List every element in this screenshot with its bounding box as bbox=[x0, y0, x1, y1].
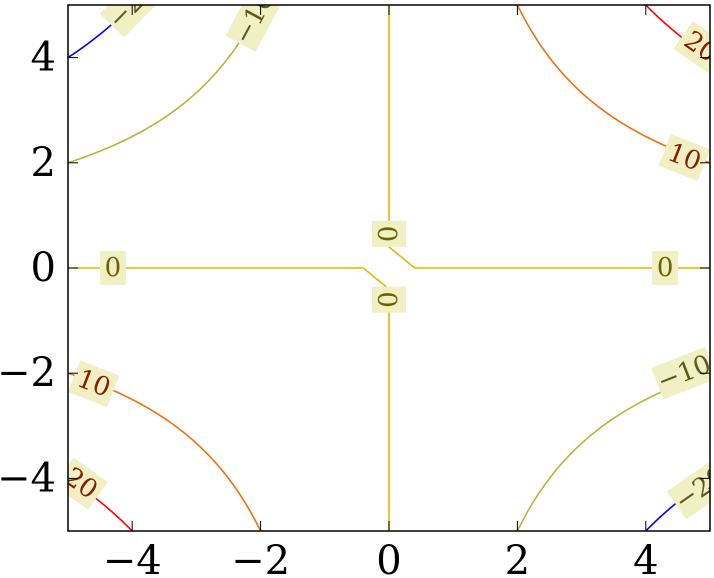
x-tick-label: −2 bbox=[231, 538, 290, 578]
contour-label-text: 0 bbox=[374, 291, 404, 308]
x-tick-label: 2 bbox=[505, 538, 530, 578]
y-tick-label: 2 bbox=[31, 140, 56, 186]
x-tick-label: 4 bbox=[633, 538, 658, 578]
contour-label-box bbox=[68, 360, 120, 408]
contour-label-box bbox=[666, 458, 710, 520]
contour-label-text: −10 bbox=[228, 0, 280, 49]
y-tick-label: 4 bbox=[31, 35, 56, 81]
contour-label-box bbox=[372, 286, 406, 313]
y-tick-label: −2 bbox=[0, 350, 56, 396]
contour-label-8: 10 bbox=[658, 134, 710, 181]
contour-label-box bbox=[673, 21, 710, 74]
contour-label-5: 0 bbox=[652, 251, 679, 285]
contour-label-text: 0 bbox=[374, 226, 404, 243]
y-tick-label: 0 bbox=[31, 245, 56, 291]
axis-ticks: −4 −2 0 2 4 −4 −2 0 2 4 bbox=[0, 5, 710, 578]
contour-label-box bbox=[68, 457, 108, 510]
contour-label-box bbox=[651, 346, 710, 400]
contour-lines bbox=[68, 5, 710, 531]
y-tick-label: −4 bbox=[0, 455, 56, 501]
contour-label-text: 0 bbox=[657, 253, 674, 283]
contour-label-box bbox=[372, 220, 406, 247]
contour-label-9: 10 bbox=[68, 360, 120, 408]
contour-label-box bbox=[225, 5, 283, 52]
contour-label-box bbox=[652, 251, 679, 285]
x-tick-label: −4 bbox=[103, 538, 162, 578]
x-tick-label: 0 bbox=[376, 538, 401, 578]
contour-line-neg10-branch-0 bbox=[68, 5, 262, 164]
contour-label-box bbox=[99, 251, 126, 285]
contour-label-text: 20 bbox=[678, 25, 714, 69]
contour-label-6: 0 bbox=[372, 220, 406, 247]
contour-label-7: 0 bbox=[372, 286, 406, 313]
contour-label-box bbox=[658, 134, 710, 181]
contour-label-text: 0 bbox=[105, 253, 122, 283]
contour-line-0 bbox=[68, 5, 710, 531]
contour-label-10: 20 bbox=[673, 21, 714, 74]
contour-label-2: −10 bbox=[225, 0, 283, 52]
contour-label-text: −20 bbox=[669, 461, 714, 517]
contour-label-1: −20 bbox=[666, 458, 714, 520]
contour-label-4: 0 bbox=[99, 251, 126, 285]
contour-label-box bbox=[99, 5, 165, 38]
